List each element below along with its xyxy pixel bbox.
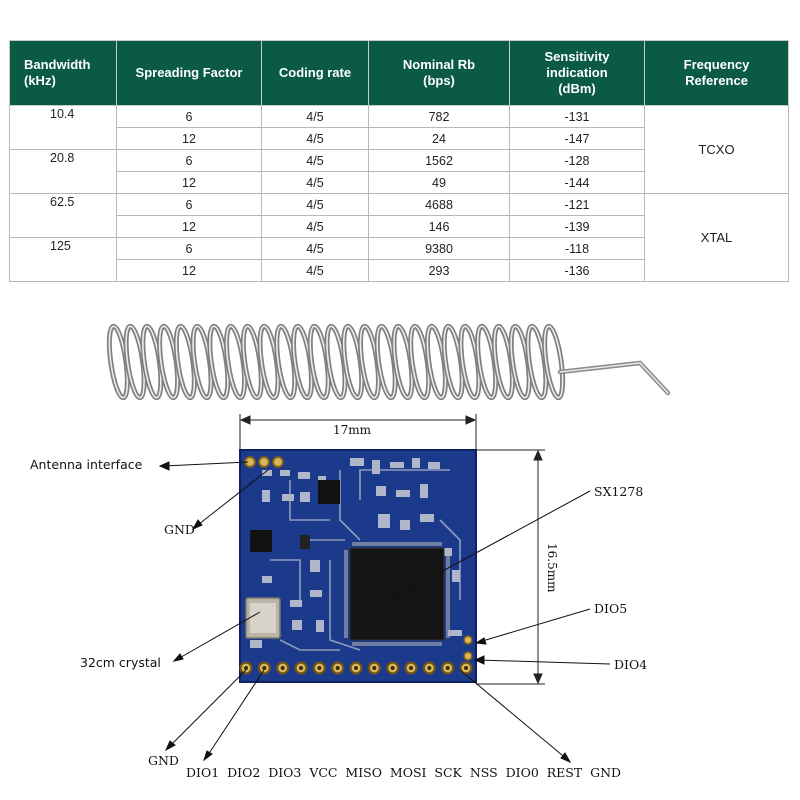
width-dimension-label: 17mm — [333, 423, 372, 437]
crystal-label: 32cm crystal — [80, 655, 161, 670]
header-nominal-rb: Nominal Rb(bps) — [368, 40, 510, 106]
spec-table: Bandwidth(kHz) Spreading Factor Coding r… — [9, 40, 789, 282]
header-bandwidth: Bandwidth(kHz) — [9, 40, 117, 106]
dio4-label: DIO4 — [614, 657, 648, 672]
table-row: 125 6 4/5 9380 -118 — [9, 237, 789, 282]
reference-cell: TCXO — [644, 105, 789, 194]
sens-cell: -136 — [509, 259, 645, 282]
bandwidth-cell: 10.4 — [9, 105, 117, 150]
antenna-tail — [557, 360, 671, 396]
header-pins — [239, 661, 473, 675]
gnd-bottom-label: GND — [148, 753, 179, 768]
header-coding-rate: Coding rate — [261, 40, 369, 106]
reference-cell: XTAL — [644, 193, 789, 282]
cr-cell: 4/5 — [261, 259, 369, 282]
table-header-row: Bandwidth(kHz) Spreading Factor Coding r… — [9, 40, 789, 106]
table-row: 12 4/5 293 -136 — [10, 259, 789, 282]
table-row: 12 4/5 24 -147 — [10, 127, 789, 150]
header-spreading-factor: Spreading Factor — [116, 40, 262, 106]
table-row: 10.4 6 4/5 782 -131 TCXO — [9, 105, 789, 194]
rb-cell: 4688 — [368, 193, 510, 216]
sf-cell: 12 — [116, 215, 262, 238]
table-row: 20.8 6 4/5 1562 -128 — [9, 149, 789, 194]
pcb-module — [239, 449, 477, 683]
antenna-interface-label: Antenna interface — [30, 457, 143, 472]
bandwidth-cell: 125 — [9, 237, 117, 282]
dio5-label: DIO5 — [594, 601, 628, 616]
dimension-lines — [239, 414, 545, 685]
bandwidth-cell: 62.5 — [9, 193, 117, 238]
chip-label: SX1278 — [594, 484, 644, 499]
leader-lines — [158, 461, 611, 764]
table-row: 12 4/5 146 -139 — [10, 215, 789, 238]
height-dimension-label: 16.5mm — [545, 543, 559, 593]
gnd-top-label: GND — [164, 522, 195, 537]
bandwidth-cell: 20.8 — [9, 149, 117, 194]
spring-antenna — [106, 323, 566, 401]
pin-labels: DIO1 DIO2 DIO3 VCC MISO MOSI SCK NSS DIO… — [186, 765, 622, 780]
